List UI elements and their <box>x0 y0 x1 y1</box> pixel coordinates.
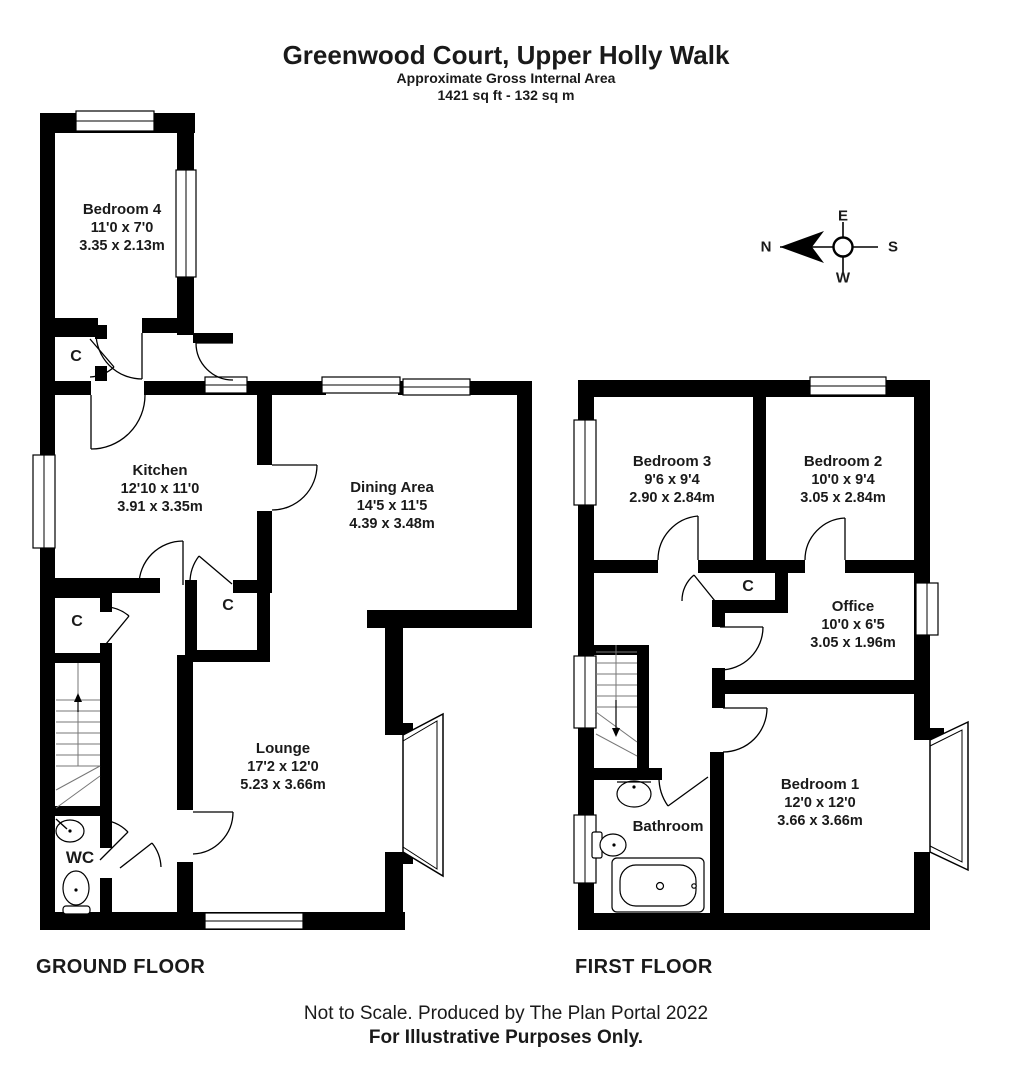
room-label-wc: WC <box>65 848 95 867</box>
first-walls <box>578 380 944 930</box>
first-doors <box>657 515 846 807</box>
room-label-office: Office 10'0 x 6'5 3.05 x 1.96m <box>810 598 896 651</box>
footer-disclaimer: Not to Scale. Produced by The Plan Porta… <box>303 1003 709 1024</box>
bathroom-fixtures <box>591 780 705 913</box>
first-floor-plan <box>573 376 969 930</box>
room-label-lounge: Lounge 17'2 x 12'0 5.23 x 3.66m <box>240 740 326 793</box>
wc-toilet <box>62 870 90 906</box>
ground-stairs-arrow <box>74 693 82 712</box>
ground-floor-plan <box>32 110 532 930</box>
compass-s-label: S <box>887 238 899 256</box>
closet-label-kitchen: C <box>222 597 234 614</box>
compass-icon <box>780 222 878 274</box>
room-label-dining-area: Dining Area 14'5 x 11'5 4.39 x 3.48m <box>349 479 435 532</box>
room-label-bedroom2: Bedroom 2 10'0 x 9'4 3.05 x 2.84m <box>800 453 886 506</box>
closet-label-hall: C <box>70 348 82 365</box>
compass-e-label: E <box>837 207 849 225</box>
compass-n-label: N <box>760 238 772 256</box>
ground-doors <box>89 332 318 869</box>
room-label-bathroom: Bathroom <box>632 818 704 835</box>
closet-label-first: C <box>742 578 754 595</box>
closet-label-mid: C <box>71 613 83 630</box>
bathroom-sink <box>616 780 652 808</box>
bedroom1-bay-window <box>929 720 969 872</box>
room-label-bedroom4: Bedroom 4 11'0 x 7'0 3.35 x 2.13m <box>79 201 165 254</box>
ground-stairs <box>55 663 101 809</box>
page-title: Greenwood Court, Upper Holly Walk <box>282 40 730 70</box>
gross-internal-area: 1421 sq ft - 132 sq m <box>437 87 575 103</box>
room-label-bedroom1: Bedroom 1 12'0 x 12'0 3.66 x 3.66m <box>777 776 863 829</box>
room-label-bedroom3: Bedroom 3 9'6 x 9'4 2.90 x 2.84m <box>629 453 715 506</box>
room-label-kitchen: Kitchen 12'10 x 11'0 3.91 x 3.35m <box>117 462 203 515</box>
ground-floor-caption: GROUND FLOOR <box>36 956 206 978</box>
wc-fixtures <box>55 818 91 915</box>
compass-north-arrow <box>780 231 824 263</box>
lounge-bay-window <box>402 712 444 878</box>
compass-w-label: W <box>835 269 851 287</box>
footer-illustrative-note: For Illustrative Purposes Only. <box>368 1027 644 1048</box>
page-subtitle: Approximate Gross Internal Area <box>396 70 616 86</box>
first-floor-caption: FIRST FLOOR <box>575 956 713 978</box>
first-stairs-arrow <box>612 700 620 737</box>
first-window-panes <box>584 385 928 883</box>
ground-window-panes <box>43 120 470 922</box>
